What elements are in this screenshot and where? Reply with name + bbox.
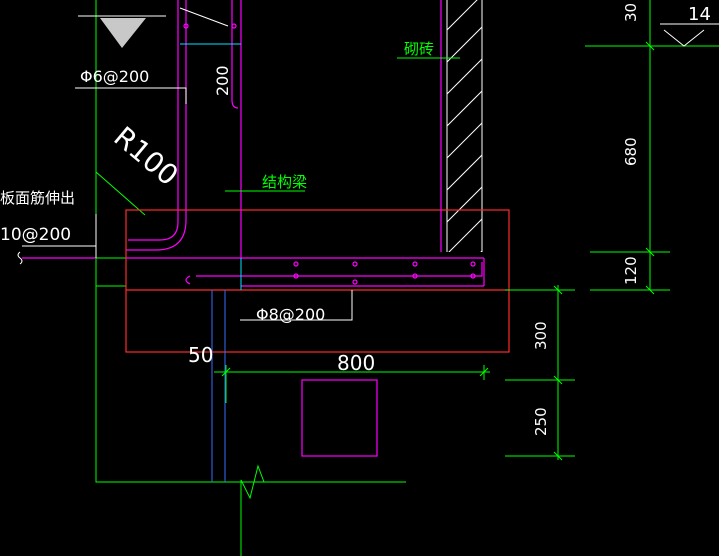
embedded-lines (180, 43, 242, 482)
brick-label: 砌砖 (404, 40, 434, 58)
elevation-marker (660, 23, 719, 47)
elevation-label: 14 (688, 4, 711, 25)
bottom-rebar-label: Φ8@200 (256, 305, 325, 324)
dim-680-label: 680 (622, 137, 640, 166)
green-wall-outline (95, 0, 406, 483)
rebar-dots (183, 23, 476, 285)
concrete-beam-outline (125, 209, 510, 353)
spacing-200-label: 200 (213, 65, 232, 96)
dim-300-top-label: 30 (622, 3, 640, 22)
radius-label: R100 (108, 120, 185, 192)
slab-rebar-spec-label: 10@200 (0, 225, 71, 245)
slab-section-symbol (78, 15, 166, 48)
top-rebar-label: Φ6@200 (80, 67, 149, 86)
slab-rebar-extend-label: 板面筋伸出 (0, 189, 75, 207)
rebar-lines (22, 0, 485, 457)
structural-beam-label: 结构梁 (262, 173, 307, 191)
dim-800-label: 800 (337, 351, 375, 375)
dim-300-label: 300 (532, 321, 550, 350)
leader-lines (17, 7, 353, 321)
dimension-lines (214, 0, 719, 461)
dim-50-label: 50 (188, 343, 213, 367)
dim-250-label: 250 (532, 407, 550, 436)
break-line (240, 464, 268, 556)
green-leader-lines (225, 57, 460, 192)
brick-wall-hatch (447, 0, 482, 252)
dim-120-label: 120 (622, 256, 640, 285)
